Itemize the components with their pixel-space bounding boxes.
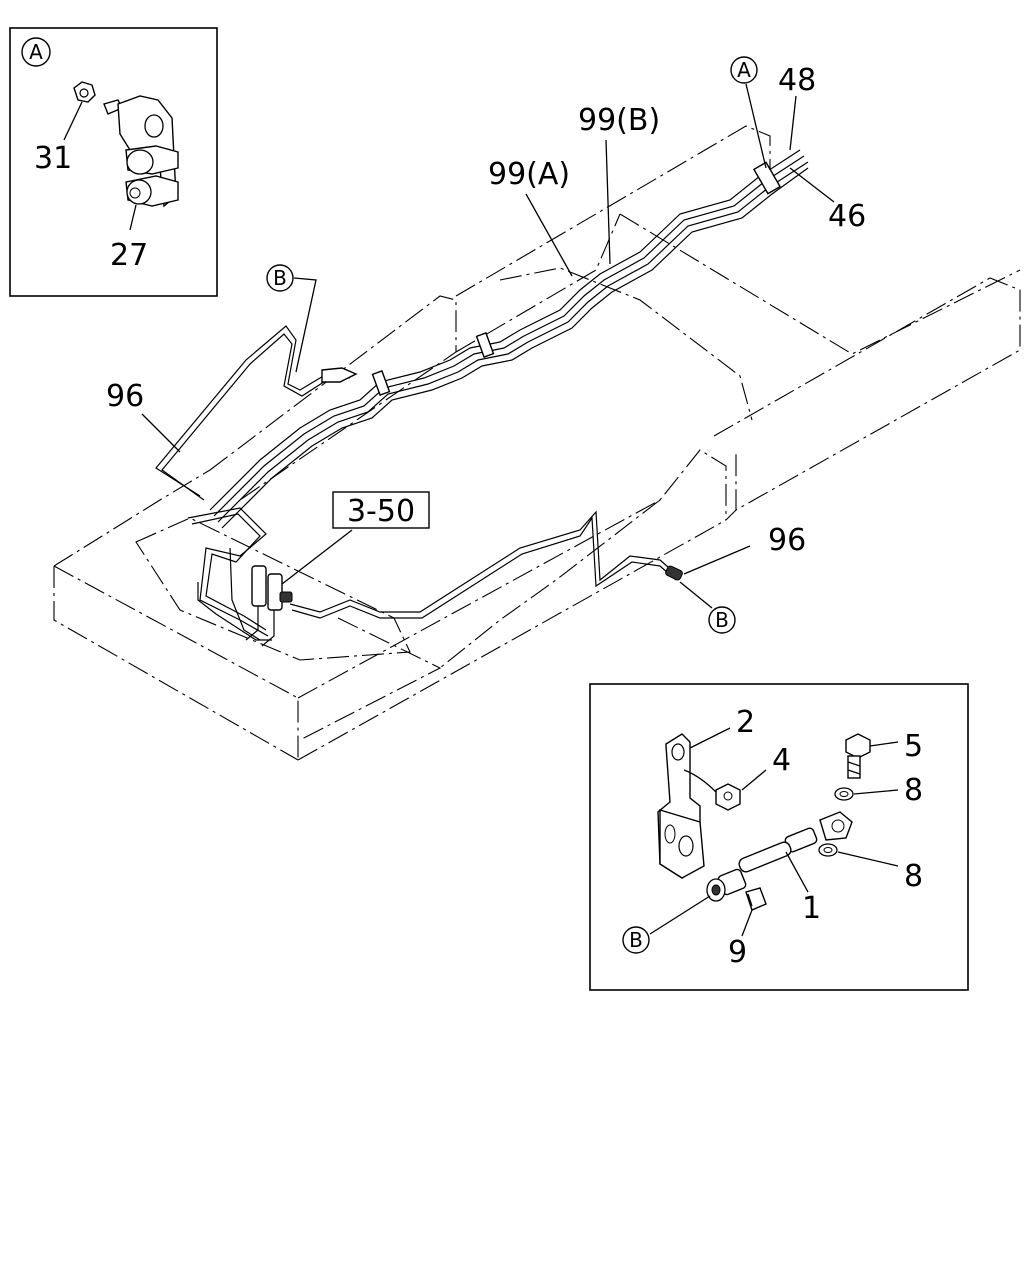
- leader-99b: [605, 139, 611, 265]
- inset-a-marker-label: A: [29, 40, 43, 64]
- label-96-right: 96: [768, 523, 806, 558]
- flare-nut-31: [73, 81, 96, 103]
- leader-1: [785, 851, 809, 893]
- leader-99a: [525, 193, 573, 277]
- main-marker-a-circle: [730, 56, 758, 84]
- bracket-2: [657, 733, 705, 879]
- main-marker-b-right-label: B: [715, 608, 729, 632]
- leader-a-main: [745, 83, 767, 169]
- label-99b: 99(B): [578, 103, 660, 138]
- leader-4-curve: [683, 769, 717, 793]
- leader-96-right: [683, 545, 751, 575]
- nut-4: [715, 783, 741, 811]
- label-4: 4: [772, 743, 791, 778]
- leader-8-upper: [853, 789, 899, 795]
- hose-fitting-right: [665, 565, 683, 581]
- label-99a: 99(A): [488, 157, 570, 192]
- leader-2: [689, 727, 731, 749]
- label-2: 2: [736, 705, 755, 740]
- leader-31: [63, 101, 83, 141]
- leader-b-right: [679, 581, 713, 609]
- chassis-frame: [53, 125, 1021, 761]
- leader-46: [789, 167, 835, 203]
- leader-8-lower: [837, 851, 899, 867]
- inset-a-frame: [9, 27, 218, 297]
- inset-b: 2 4 5 8 1: [589, 683, 969, 991]
- leader-96-left: [141, 413, 181, 453]
- junction-bracket: [103, 95, 179, 208]
- junction-block: [245, 565, 293, 647]
- main-marker-b-left-label: B: [273, 266, 287, 290]
- label-9: 9: [728, 935, 747, 970]
- inset-b-frame: [589, 683, 969, 991]
- clip-9: [745, 887, 767, 911]
- label-5: 5: [904, 729, 923, 764]
- label-8-lower: 8: [904, 859, 923, 894]
- label-8-upper: 8: [904, 773, 923, 808]
- inset-a-marker-circle: [21, 37, 51, 67]
- main-marker-a-label: A: [737, 58, 751, 82]
- brake-pipes: [155, 149, 809, 641]
- inset-b-marker-label: B: [629, 928, 643, 952]
- label-1: 1: [802, 891, 821, 926]
- reference-box-label: 3-50: [347, 494, 415, 529]
- label-96-left: 96: [106, 379, 144, 414]
- label-27: 27: [110, 238, 148, 273]
- leader-9: [741, 909, 753, 937]
- inset-b-marker-circle: [622, 926, 650, 954]
- leader-27: [129, 204, 137, 231]
- leader-5: [869, 741, 899, 747]
- main-marker-b-left-circle: [266, 264, 294, 292]
- leader-b-left: [293, 277, 317, 373]
- leader-4: [741, 769, 767, 791]
- leader-48: [789, 95, 797, 151]
- leader-3-50: [281, 529, 353, 585]
- label-48: 48: [778, 63, 816, 98]
- brake-hose-1: [706, 811, 853, 902]
- label-31: 31: [34, 141, 72, 176]
- union-bolt-5: [845, 733, 871, 779]
- main-marker-b-right-circle: [708, 606, 736, 634]
- leader-b-inset: [649, 895, 711, 935]
- label-46: 46: [828, 199, 866, 234]
- inset-a: A 31 27: [9, 27, 218, 297]
- pipe-clips: [321, 161, 782, 396]
- reference-box-frame: [332, 491, 430, 529]
